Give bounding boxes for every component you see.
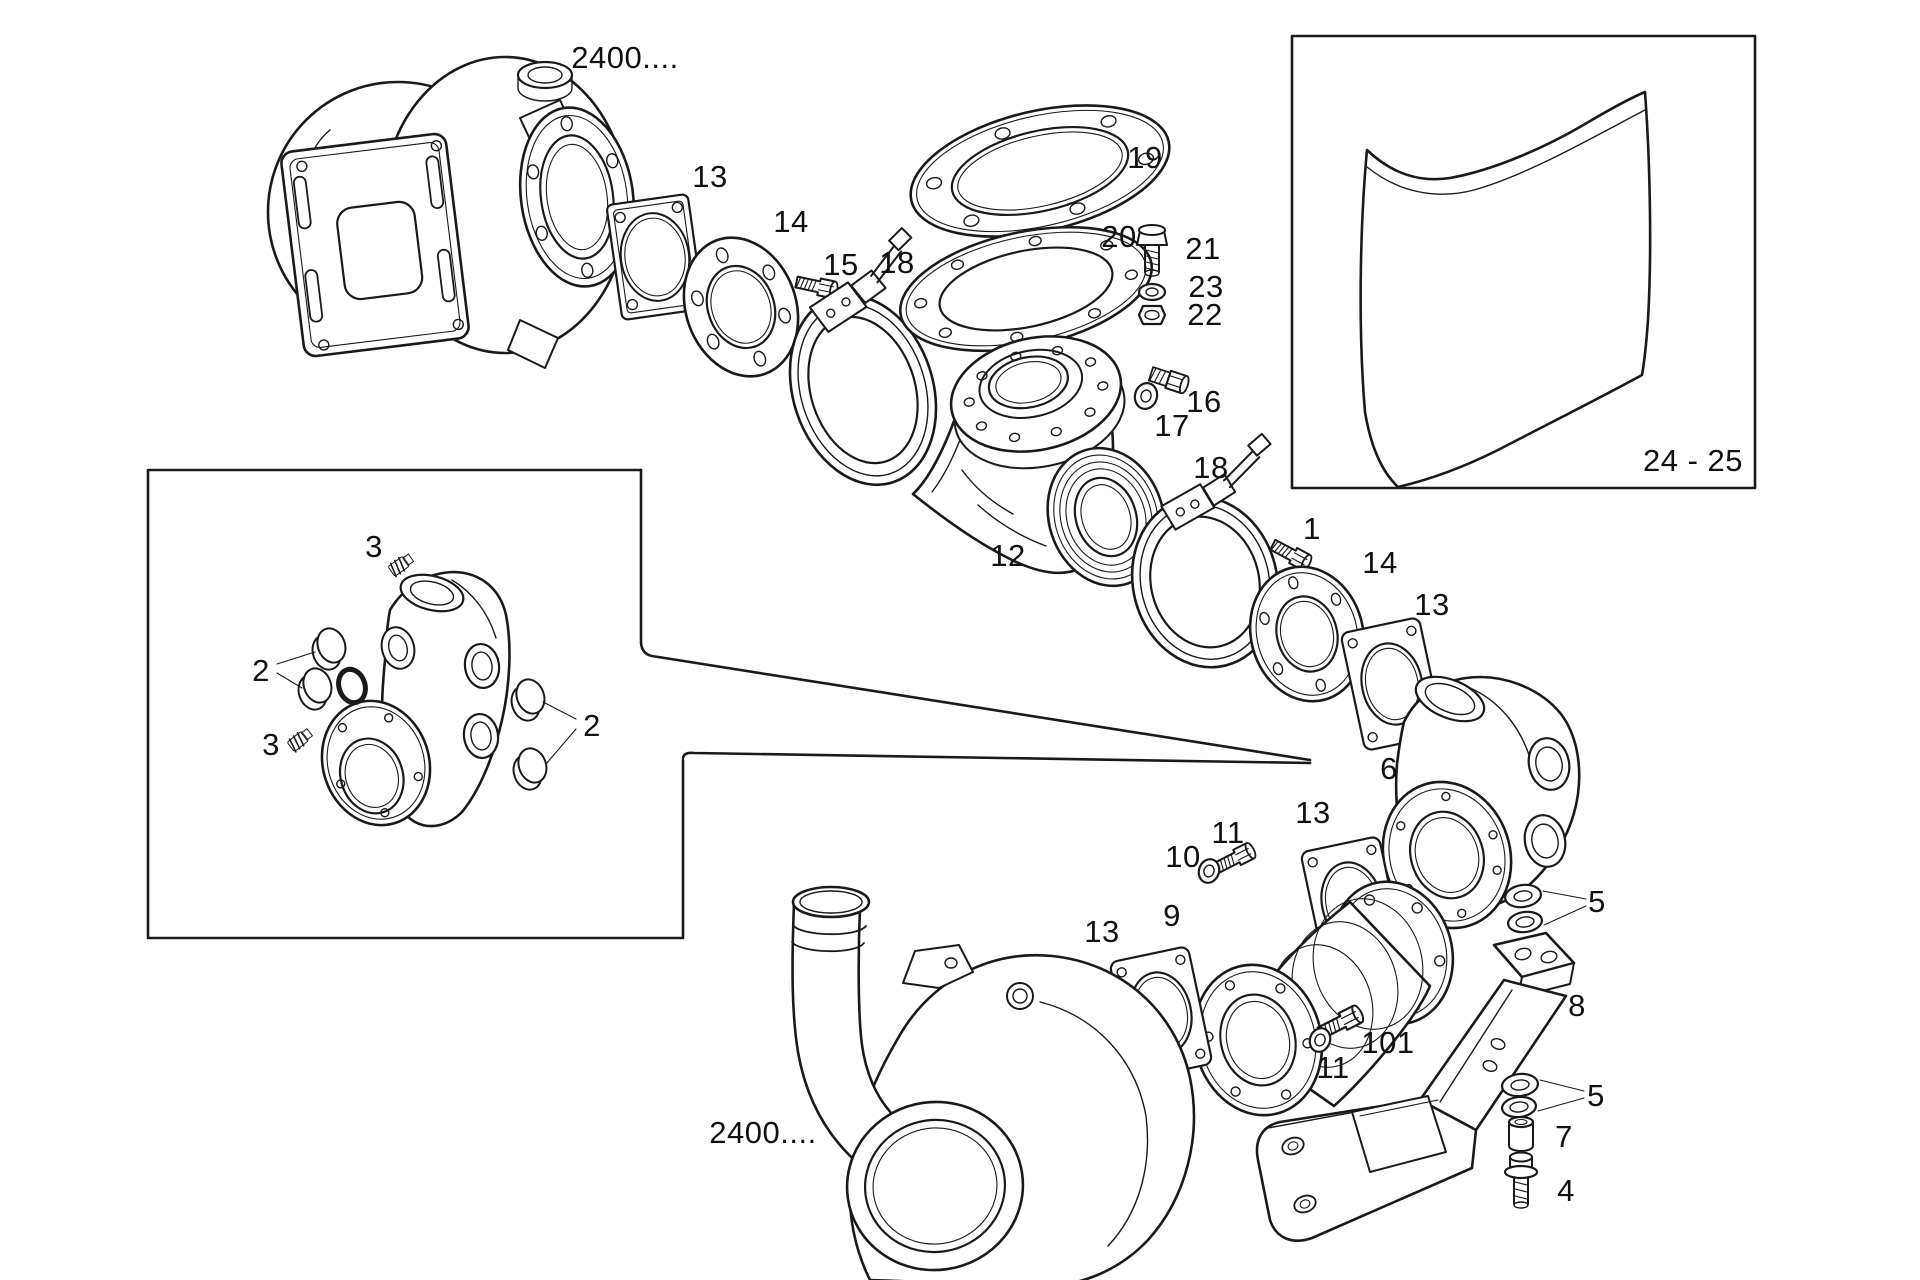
part-16-plug	[1147, 366, 1190, 395]
inset-housing-detail	[276, 551, 577, 828]
part-20-gasket-ring	[898, 225, 1154, 353]
label-washer-17: 17	[1154, 408, 1190, 443]
part-4-bolt	[1503, 1151, 1539, 1209]
label-gasket-13-right-of-9: 13	[1295, 795, 1331, 830]
label-ring-19: 19	[1127, 140, 1163, 175]
part-23-washer	[1137, 282, 1167, 302]
label-gasket-20: 20	[1101, 219, 1137, 254]
part-17-washer	[1133, 382, 1159, 410]
label-bolt-15: 15	[823, 247, 859, 282]
part-18-clamp-mid	[1130, 432, 1280, 669]
label-washers-5-upper: 5	[1588, 884, 1606, 919]
turbo-top-drawing	[266, 55, 636, 369]
label-bolt-21: 21	[1185, 231, 1221, 266]
part-13-gasket-top	[606, 193, 704, 321]
label-screw-101: 101	[1361, 1025, 1415, 1060]
label-flange-top-14: 14	[773, 204, 809, 239]
label-housing-6: 6	[1380, 751, 1398, 786]
part-7-spacer	[1507, 1115, 1535, 1152]
part-18-clamp-top	[788, 227, 938, 487]
label-turbo-bottom: 2400....	[709, 1115, 817, 1150]
label-bracket-8: 8	[1568, 988, 1586, 1023]
label-shield-24-25: 24 - 25	[1642, 443, 1744, 478]
part-3-screw-bottom	[285, 725, 315, 754]
label-gasket-mid-13: 13	[1414, 587, 1450, 622]
label-flange-mid-14: 14	[1362, 545, 1398, 580]
label-turbo-top: 2400....	[571, 40, 679, 75]
part-5-washers-lower	[1500, 1072, 1585, 1119]
heat-shield-box	[1290, 34, 1757, 490]
turbo-bottom-drawing	[791, 885, 1196, 1280]
label-adapter-9: 9	[1163, 898, 1181, 933]
label-washer-10: 10	[1165, 839, 1201, 874]
label-bolt-1: 1	[1303, 511, 1321, 546]
part-5-washers-upper	[1504, 883, 1587, 934]
label-inset-screw-bottom-3: 3	[262, 727, 280, 762]
cap-plug	[506, 743, 554, 795]
part-8-bracket	[1255, 931, 1576, 1242]
part-6-housing	[1381, 675, 1581, 930]
turbo-top-outlet-flange	[518, 106, 636, 288]
label-elbow-12: 12	[990, 538, 1026, 573]
part-12-elbow	[911, 335, 1166, 588]
label-inset-screw-top-3: 3	[365, 529, 383, 564]
label-washers-5-lower: 5	[1587, 1078, 1605, 1113]
cap-plug	[291, 663, 339, 715]
label-gasket-top-13: 13	[692, 159, 728, 194]
turbo-top-hex-port	[516, 60, 574, 102]
label-gasket-13-left-of-9: 13	[1084, 914, 1120, 949]
turbo-top-mount-flange	[280, 132, 470, 358]
part-22-nut	[1137, 304, 1167, 326]
label-nut-22: 22	[1187, 297, 1223, 332]
inset-callout-box	[146, 468, 1312, 940]
label-bolt-4: 4	[1557, 1173, 1575, 1208]
cap-plug	[504, 674, 552, 726]
label-plug-16: 16	[1186, 384, 1222, 419]
label-clamp-top-18: 18	[879, 245, 915, 280]
cap-plug	[305, 623, 353, 675]
part-3-screw-top	[386, 551, 416, 578]
label-inset-caps-left-2: 2	[252, 653, 270, 688]
label-bolt-11-upper: 11	[1211, 815, 1245, 850]
label-inset-caps-right-2: 2	[583, 708, 601, 743]
label-bolt-11-lower: 11	[1316, 1050, 1350, 1085]
part-19-flange-ring	[909, 104, 1171, 238]
part-14-flange-mid	[1248, 565, 1366, 703]
label-clamp-mid-18: 18	[1193, 450, 1229, 485]
part-21-bolt	[1136, 224, 1168, 277]
part-9-adapter	[1192, 880, 1455, 1117]
part-14-flange-top	[682, 236, 800, 378]
label-spacer-7: 7	[1555, 1119, 1573, 1154]
label-washer-23: 23	[1188, 269, 1224, 304]
o-ring-seal	[336, 666, 368, 706]
